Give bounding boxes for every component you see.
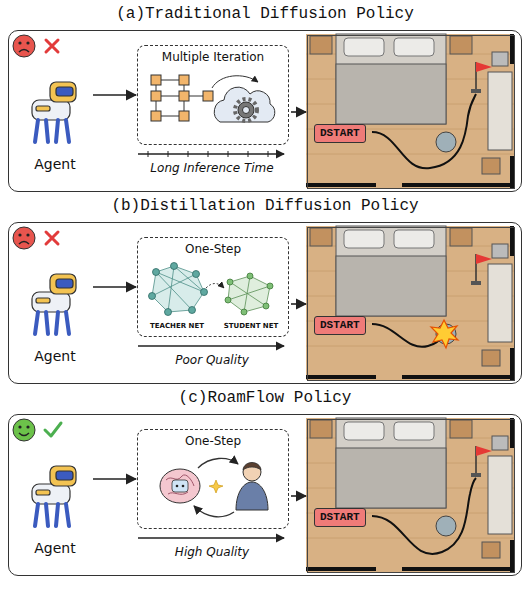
- policy-panel: (b)Distillation Diffusion PolicyAgentOne…: [8, 222, 522, 384]
- label-holder: TEACHER NET: [144, 321, 210, 331]
- policy-panel: (c)RoamFlow PolicyAgentOne-StepDSTART: [8, 414, 522, 576]
- axis-label: High Quality: [136, 545, 288, 560]
- start-marker: DSTART: [314, 124, 366, 143]
- start-marker: DSTART: [314, 316, 366, 335]
- panel-a-art: [13, 34, 514, 188]
- network-label: STUDENT NET: [218, 321, 284, 331]
- panel-title: (a)Traditional Diffusion Policy: [9, 4, 521, 24]
- sad-face: [13, 227, 35, 249]
- module-title: Multiple Iteration: [138, 46, 288, 65]
- module-title: One-Step: [138, 238, 288, 257]
- room-map: DSTART: [307, 35, 515, 189]
- flow-arrow: [93, 94, 136, 96]
- network-label: TEACHER NET: [144, 321, 210, 331]
- check-mark: [45, 423, 61, 436]
- robot-icon: [32, 82, 76, 142]
- iteration-flowchart: [151, 75, 275, 122]
- axis-label: Poor Quality: [136, 353, 288, 368]
- collision-burst: [431, 320, 458, 348]
- room-floorplan: [306, 418, 514, 572]
- flow-arrow: [93, 286, 136, 288]
- flow-arrow: [93, 478, 136, 480]
- happy-face: [13, 419, 35, 441]
- agent-figure: Agent: [19, 267, 91, 367]
- room-floorplan: [306, 34, 514, 188]
- brain-and-mentor: [160, 458, 268, 516]
- panel-b-art: [13, 226, 514, 380]
- start-marker: DSTART: [314, 508, 366, 527]
- sad-face: [13, 35, 35, 57]
- time-axis: [138, 151, 284, 157]
- flow-arrow: [291, 495, 306, 497]
- label-holder: STUDENT NET: [218, 321, 284, 331]
- agent-figure: Agent: [19, 459, 91, 559]
- agent-label: Agent: [34, 539, 75, 559]
- module-title: One-Step: [138, 430, 288, 449]
- panel-title: (b)Distillation Diffusion Policy: [9, 196, 521, 216]
- agent-figure: Agent: [19, 75, 91, 175]
- room-map: DSTART: [307, 419, 515, 573]
- robot-icon: [32, 274, 76, 334]
- room-map: DSTART: [307, 227, 515, 381]
- label-holder: Poor Quality: [136, 353, 288, 368]
- cross-mark: [46, 232, 58, 244]
- flow-arrow: [291, 111, 306, 113]
- cross-mark: [46, 40, 58, 52]
- room-floorplan: [306, 226, 514, 380]
- agent-label: Agent: [34, 347, 75, 367]
- label-holder: Long Inference Time: [136, 161, 288, 176]
- policy-module-box: Multiple Iteration: [137, 45, 289, 145]
- policy-module-box: One-Step: [137, 429, 289, 529]
- robot-icon: [32, 466, 76, 526]
- quality-axis: [138, 346, 284, 347]
- teacher-student-nets: [149, 263, 274, 316]
- agent-label: Agent: [34, 155, 75, 175]
- panel-title: (c)RoamFlow Policy: [9, 388, 521, 408]
- label-holder: High Quality: [136, 545, 288, 560]
- axis-label: Long Inference Time: [136, 161, 288, 176]
- quality-axis: [138, 538, 284, 539]
- flow-arrow: [291, 303, 306, 305]
- panel-c-art: [13, 418, 514, 572]
